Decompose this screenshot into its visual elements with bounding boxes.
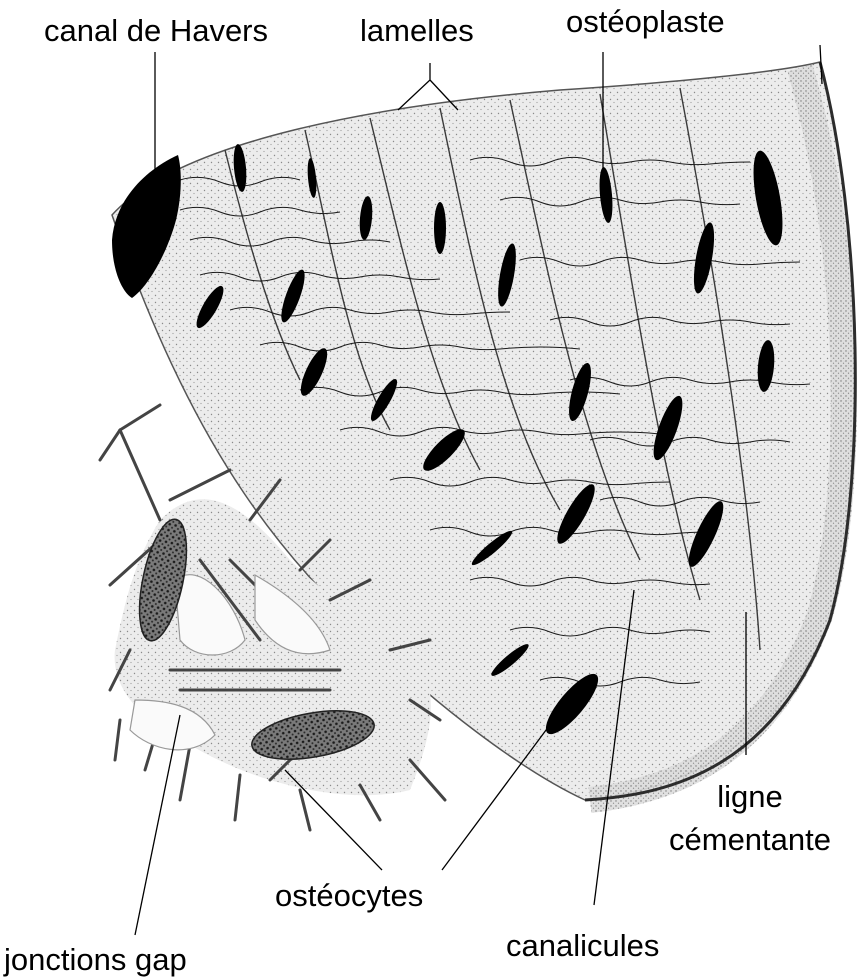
label-canal-havers: canal de Havers bbox=[44, 15, 268, 46]
label-jonctions-gap: jonctions gap bbox=[4, 944, 187, 975]
leader-jonctions-gap bbox=[135, 715, 180, 935]
label-canalicules: canalicules bbox=[506, 930, 659, 961]
label-lamelles: lamelles bbox=[360, 15, 474, 46]
label-ligne: ligne bbox=[700, 781, 800, 812]
label-osteocytes: ostéocytes bbox=[275, 880, 423, 911]
label-osteoplaste: ostéoplaste bbox=[566, 6, 725, 37]
label-cementante: cémentante bbox=[650, 824, 850, 855]
